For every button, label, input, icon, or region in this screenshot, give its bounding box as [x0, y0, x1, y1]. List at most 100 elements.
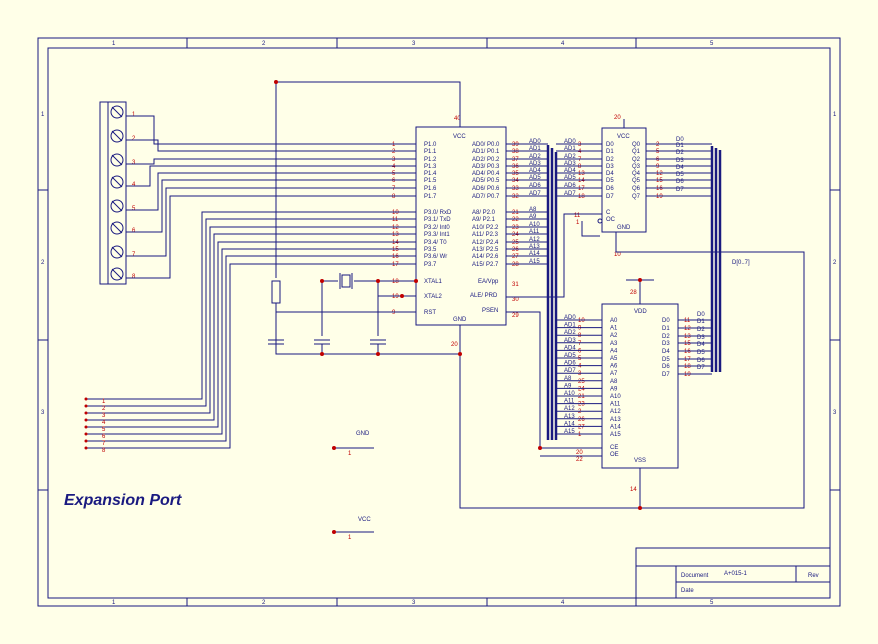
latch-q-label: Q5	[632, 178, 641, 184]
mcu-right-pin-label: A15/ P2.7	[472, 262, 499, 268]
mem-data-pin: 17	[684, 357, 691, 363]
latch-q-label: Q0	[632, 142, 641, 148]
latch-d-label: D7	[606, 194, 614, 200]
mcu-ea-label: EA/Vpp	[478, 279, 499, 285]
zone-right-1: 1	[833, 112, 837, 118]
wiring	[86, 81, 805, 533]
mem-data-pin: 19	[684, 372, 691, 378]
connector-pin-8: 8	[132, 274, 136, 280]
latch-q-pin: 16	[656, 186, 663, 192]
mcu-right-pin-label: AD7/ P0.7	[472, 194, 500, 200]
latch-in-net: AD5	[564, 175, 576, 181]
mcu-left-pin-label: P1.7	[424, 194, 437, 200]
mcu-net-label: AD7	[529, 191, 541, 197]
mem-oe-pin: 22	[576, 457, 583, 463]
zone-right-2: 2	[833, 260, 837, 266]
mcu-gnd-pin: 20	[451, 342, 458, 348]
zone-bottom-1: 1	[112, 600, 116, 606]
mem-addr-net: AD5	[564, 353, 576, 359]
latch-q-label: Q1	[632, 149, 641, 155]
mem-addr-label: A7	[610, 371, 618, 377]
mem-data-header: D0	[697, 312, 705, 318]
header-pin-icon	[84, 446, 88, 450]
bus-label: D[0..7]	[732, 260, 750, 266]
mem-addr-label: A10	[610, 394, 621, 400]
mcu-right-pin-label: AD5/ P0.5	[472, 178, 500, 184]
mem-data-pin: 13	[684, 334, 691, 340]
mcu-net-label: AD2	[529, 154, 541, 160]
latch-d-pin: 13	[578, 171, 585, 177]
mem-data-label: D6	[662, 364, 670, 370]
power-port-gnd-pin: 1	[348, 451, 352, 457]
header-pin-5: 5	[102, 427, 106, 433]
mem-addr-pin: 7	[578, 341, 582, 347]
mcu-right-pin-number: 27	[512, 254, 519, 260]
latch-out-header: D0	[676, 137, 684, 143]
mcu-left-pin-number: 14	[392, 240, 399, 246]
mem-addr-pin: 2	[578, 409, 582, 415]
latch-q-pin: 15	[656, 178, 663, 184]
mem-addr-pin: 21	[578, 394, 585, 400]
mcu-right-pin-label: A8/ P2.0	[472, 210, 496, 216]
mem-addr-net: A13	[564, 414, 575, 420]
mem-addr-net: A11	[564, 399, 575, 405]
junction-dots	[274, 80, 642, 534]
latch-q-pin: 2	[656, 142, 660, 148]
junction-dot-icon	[376, 352, 380, 356]
mcu-right-pin-number: 39	[512, 142, 519, 148]
mcu-left-pin-number: 1	[392, 142, 396, 148]
mcu-right-pin-label: AD4/ P0.4	[472, 171, 500, 177]
title-block-rev-label: Rev	[808, 573, 819, 579]
mcu-vcc-pin: 40	[454, 116, 461, 122]
junction-dot-icon	[320, 279, 324, 283]
mem-addr-net: AD1	[564, 323, 576, 329]
mem-data-pin: 12	[684, 326, 691, 332]
latch-q-pin: 5	[656, 149, 660, 155]
mcu-left-pin-label: XTAL2	[424, 294, 443, 300]
power-port-vcc-label: VCC	[358, 517, 371, 523]
mcu-right-pin-label: A14/ P2.6	[472, 254, 499, 260]
zone-bottom-4: 4	[561, 600, 565, 606]
mem-addr-net: A12	[564, 406, 575, 412]
mcu-left-pin-number: 3	[392, 157, 396, 163]
mcu-net-label: AD5	[529, 175, 541, 181]
mcu-left-pin-label: P3.6/ Wr	[424, 254, 447, 260]
mem-data-net: D1	[697, 319, 705, 325]
mem-addr-label: A0	[610, 318, 618, 324]
memory-chip: VDD VSS 28 14 CE OE 20 22 D0 A010AD0A19A…	[556, 290, 712, 493]
mem-data-label: D2	[662, 334, 670, 340]
junction-dot-icon	[332, 530, 336, 534]
junction-dot-icon	[638, 506, 642, 510]
mcu-vcc-label: VCC	[453, 134, 466, 140]
mem-addr-net: A15	[564, 429, 575, 435]
mcu-left-pin-number: 7	[392, 186, 396, 192]
title-block-document-value: A+015-1	[724, 571, 748, 577]
mem-data-net: D2	[697, 327, 705, 333]
mcu-ale-pin: 30	[512, 297, 519, 303]
mcu-gnd-label: GND	[453, 317, 467, 323]
microcontroller: VCC GND 40 20 P1.01P1.12P1.23P1.34P1.45P…	[392, 116, 548, 348]
mem-addr-pin: 24	[578, 386, 585, 392]
mcu-net-label: AD6	[529, 183, 541, 189]
latch-q-label: Q3	[632, 164, 641, 170]
latch-out-net: D2	[676, 150, 684, 156]
header-pin-icon	[84, 397, 88, 401]
zone-bottom-2: 2	[262, 600, 266, 606]
mem-vdd-label: VDD	[634, 309, 647, 315]
latch-gnd-label: GND	[617, 225, 631, 231]
zone-left-3: 3	[41, 410, 45, 416]
mem-data-net: D6	[697, 358, 705, 364]
mcu-left-pin-label: P1.1	[424, 149, 437, 155]
mem-addr-pin: 6	[578, 348, 582, 354]
mem-addr-label: A15	[610, 432, 621, 438]
mcu-right-pin-label: A10/ P2.2	[472, 225, 499, 231]
junction-dot-icon	[538, 446, 542, 450]
connector-pin-4: 4	[132, 182, 136, 188]
mcu-right-pin-label: A13/ P2.5	[472, 247, 499, 253]
mem-addr-net: AD4	[564, 345, 576, 351]
mem-data-label: D1	[662, 326, 670, 332]
mcu-right-pin-number: 36	[512, 164, 519, 170]
mem-addr-pin: 1	[578, 432, 582, 438]
latch-in-net: AD3	[564, 161, 576, 167]
